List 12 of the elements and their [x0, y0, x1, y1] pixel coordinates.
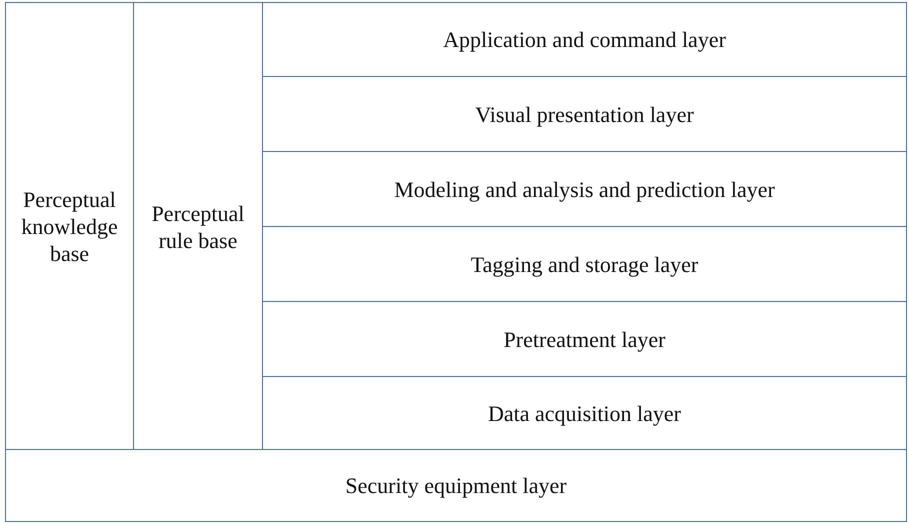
layer-label: Security equipment layer [345, 472, 567, 499]
layer-label: Tagging and storage layer [470, 250, 698, 278]
layer-label: Pretreatment layer [504, 326, 666, 352]
layer-box [262, 2, 907, 77]
layer-label: Application and command layer [443, 26, 726, 53]
layer-label: Visual presentation layer [475, 100, 694, 128]
layer-label: Perceptual rule base [150, 200, 246, 254]
layer-label: Perceptual knowledge base [20, 186, 119, 267]
layer-label: Modeling and analysis and prediction layer [394, 176, 775, 202]
layer-box [5, 2, 134, 451]
layer-label: Data acquisition layer [488, 400, 682, 426]
layer-box [5, 449, 907, 522]
